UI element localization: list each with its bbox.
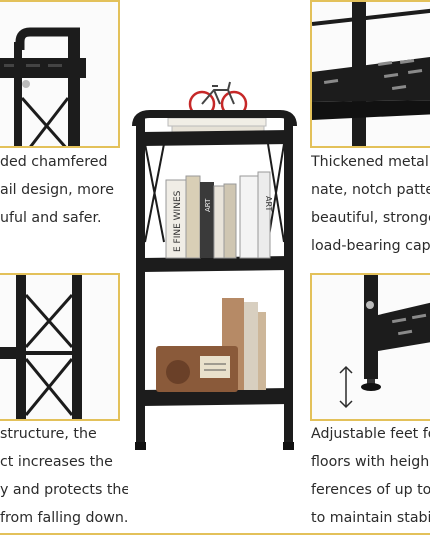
closeup-panel-metal-plate bbox=[310, 0, 430, 148]
feature-text-chamfered-rail: ded chamfered ail design, more uful and … bbox=[0, 148, 128, 232]
adjustable-feet-illustration bbox=[312, 275, 430, 419]
feature-text-adjustable-feet: Adjustable feet fo floors with heigh fer… bbox=[311, 420, 430, 532]
feature-text-metal-plate: Thickened metal nate, notch patte beauti… bbox=[311, 148, 430, 260]
feature-line: ail design, more bbox=[0, 182, 114, 198]
feature-line: load-bearing cap bbox=[311, 238, 430, 254]
shelf-corner-illustration bbox=[0, 2, 118, 146]
feature-text-x-structure: structure, the ct increases the y and pr… bbox=[0, 420, 128, 532]
x-structure-illustration bbox=[0, 275, 118, 419]
feature-line: ferences of up to bbox=[311, 482, 430, 498]
book-top-1 bbox=[167, 117, 267, 127]
feature-line: ct increases the bbox=[0, 454, 113, 470]
bottom-divider bbox=[0, 533, 430, 535]
book-spine-fine-wines: E FINE WINES bbox=[173, 190, 183, 252]
feature-line: uful and safer. bbox=[0, 210, 102, 226]
feature-line: y and protects the bbox=[0, 482, 128, 498]
feature-line: from falling down. bbox=[0, 510, 128, 526]
feature-line: structure, the bbox=[0, 426, 97, 442]
closeup-panel-adjustable-feet bbox=[310, 273, 430, 421]
middle-books: E FINE WINES ART ART bbox=[165, 171, 273, 259]
feature-line: Thickened metal bbox=[311, 154, 429, 170]
feature-line: beautiful, stronge bbox=[311, 210, 430, 226]
book-lower-3 bbox=[258, 312, 266, 390]
book-spine-art-1: ART bbox=[204, 198, 212, 212]
feature-line: to maintain stabil bbox=[311, 510, 430, 526]
closeup-panel-chamfered-rail bbox=[0, 0, 120, 148]
product-shelf-illustration: E FINE WINES ART ART bbox=[132, 81, 297, 450]
book-spine-art-2: ART bbox=[264, 196, 273, 211]
shelf-plate-illustration bbox=[312, 2, 430, 146]
feature-line: nate, notch patte bbox=[311, 182, 430, 198]
book-lower-2 bbox=[244, 302, 258, 390]
feature-line: floors with heigh bbox=[311, 454, 430, 470]
radio-ornament bbox=[156, 346, 238, 392]
feature-line: ded chamfered bbox=[0, 154, 108, 170]
feature-line: Adjustable feet fo bbox=[311, 426, 430, 442]
closeup-panel-x-structure bbox=[0, 273, 120, 421]
